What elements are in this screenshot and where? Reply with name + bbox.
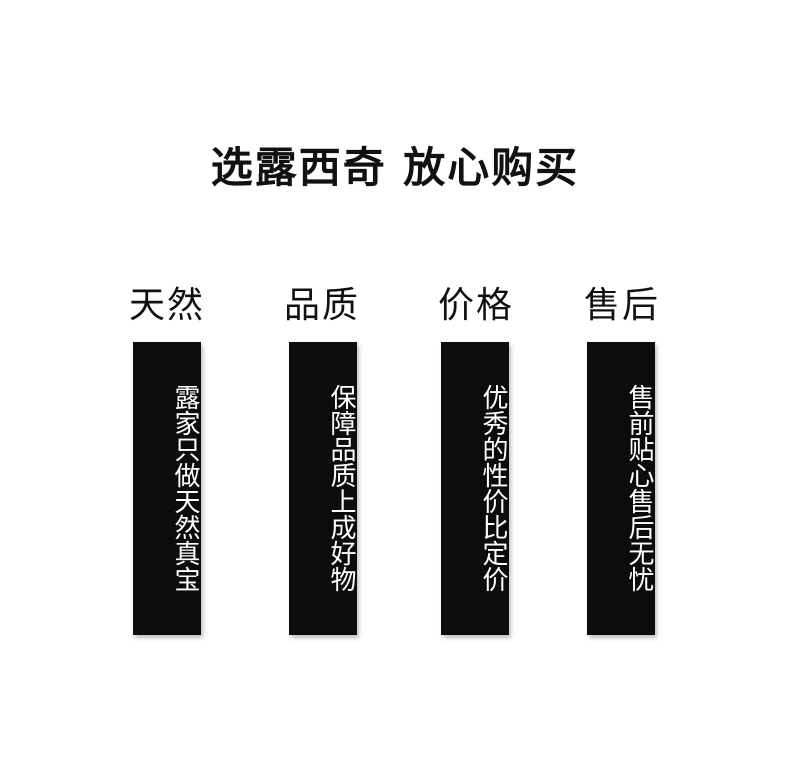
feature-title: 价格 (437, 285, 514, 326)
feature-description: 保障品质上成好物 (326, 384, 356, 592)
feature-title: 售后 (583, 285, 660, 326)
feature-box: 保障品质上成好物 (289, 342, 357, 635)
feature-description: 优秀的性价比定价 (478, 384, 508, 592)
feature-box: 优秀的性价比定价 (441, 342, 509, 635)
feature-title: 天然 (128, 285, 205, 326)
feature-title: 品质 (283, 285, 360, 326)
feature-price: 价格 优秀的性价比定价 (416, 282, 536, 635)
feature-after-sales: 售后 售前贴心售后无忧 (562, 282, 682, 635)
feature-quality: 品质 保障品质上成好物 (262, 282, 382, 635)
feature-natural: 天然 露家只做天然真宝 (107, 282, 227, 635)
feature-box: 售前贴心售后无忧 (587, 342, 655, 635)
feature-description: 露家只做天然真宝 (170, 384, 200, 592)
feature-box: 露家只做天然真宝 (133, 342, 201, 635)
headline: 选露西奇 放心购买 (210, 143, 580, 192)
feature-description: 售前贴心售后无忧 (624, 384, 654, 592)
